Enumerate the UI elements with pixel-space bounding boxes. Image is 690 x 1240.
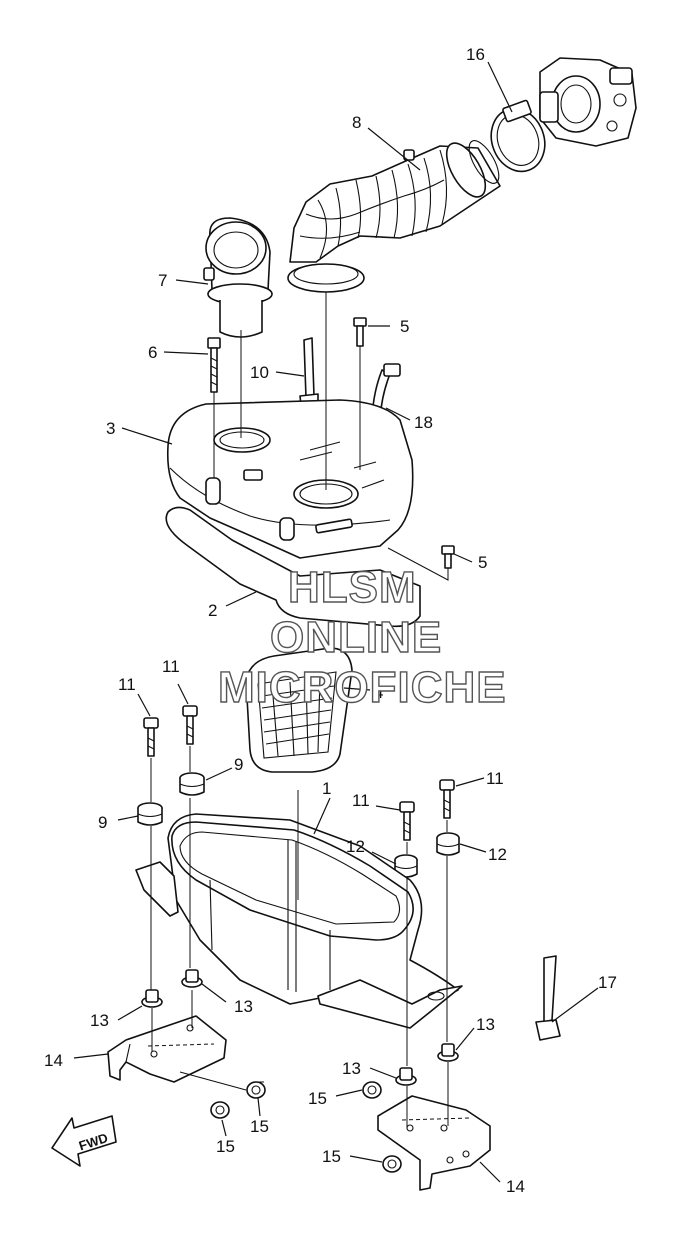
nut-15-d bbox=[382, 1155, 402, 1173]
hose-clamp bbox=[490, 99, 546, 173]
callout-11-d: 11 bbox=[486, 769, 504, 788]
callout-11-c: 11 bbox=[352, 791, 370, 810]
cable-band-17 bbox=[535, 955, 561, 1041]
bracket-14-right bbox=[377, 1095, 491, 1191]
damper-12-right bbox=[436, 832, 460, 856]
callout-12-left: 12 bbox=[346, 837, 365, 856]
callout-13-a: 13 bbox=[234, 997, 253, 1016]
air-filter-element bbox=[245, 647, 353, 773]
watermark-line-2: ONLINE bbox=[270, 613, 442, 662]
callout-13-b: 13 bbox=[90, 1011, 109, 1030]
callout-14-right: 14 bbox=[506, 1177, 525, 1196]
collar-13-c bbox=[437, 1043, 459, 1062]
collar-13-a bbox=[181, 969, 203, 988]
callout-18: 18 bbox=[414, 413, 433, 432]
callout-3: 3 bbox=[106, 419, 115, 438]
watermark: HLSM ONLINE MICROFICHE bbox=[217, 562, 507, 712]
callout-15-d: 15 bbox=[322, 1147, 341, 1166]
callout-6: 6 bbox=[148, 343, 157, 362]
bolt-6 bbox=[207, 337, 221, 393]
callout-15-c: 15 bbox=[308, 1089, 327, 1108]
bolt-11-right-b bbox=[439, 779, 455, 819]
collar-13-b bbox=[141, 989, 163, 1008]
screw-5-lower bbox=[441, 545, 455, 569]
callout-16: 16 bbox=[466, 45, 485, 64]
nut-15-c bbox=[362, 1081, 382, 1099]
watermark-line-3: MICROFICHE bbox=[218, 663, 507, 712]
leader-lines bbox=[73, 61, 599, 1183]
callout-15-a: 15 bbox=[250, 1117, 269, 1136]
callout-4: 4 bbox=[374, 683, 383, 702]
bolt-11-left-a bbox=[143, 717, 159, 757]
callout-13-d: 13 bbox=[342, 1059, 361, 1078]
callout-8: 8 bbox=[352, 113, 361, 132]
air-filter-case-cover bbox=[166, 399, 414, 559]
callout-11-a: 11 bbox=[118, 675, 136, 694]
nut-15-b bbox=[210, 1101, 230, 1119]
air-funnel-joint bbox=[203, 217, 273, 338]
damper-9-left bbox=[137, 802, 163, 826]
collar-13-d bbox=[395, 1067, 417, 1086]
assembly-axes bbox=[150, 292, 449, 1128]
cover-gasket bbox=[165, 506, 421, 628]
callout-10: 10 bbox=[250, 363, 269, 382]
callout-5-lower: 5 bbox=[478, 553, 487, 572]
callout-numbers: 16 8 7 5 6 10 18 3 5 2 4 11 11 9 9 11 11… bbox=[44, 45, 617, 1196]
screw-5-upper bbox=[353, 317, 367, 347]
damper-9-right bbox=[179, 772, 205, 796]
fwd-arrow: FWD bbox=[51, 1115, 117, 1167]
watermark-line-1: HLSM bbox=[288, 563, 417, 612]
throttle-body bbox=[539, 57, 637, 147]
callout-14-left: 14 bbox=[44, 1051, 63, 1070]
bracket-14-left bbox=[107, 1015, 227, 1083]
callout-7: 7 bbox=[158, 271, 167, 290]
callout-9-right: 9 bbox=[234, 755, 243, 774]
callout-5-upper: 5 bbox=[400, 317, 409, 336]
callout-13-c: 13 bbox=[476, 1015, 495, 1034]
callout-9-left: 9 bbox=[98, 813, 107, 832]
callout-2: 2 bbox=[208, 601, 217, 620]
callout-1: 1 bbox=[322, 779, 331, 798]
intake-joint bbox=[287, 140, 501, 293]
callout-12-right: 12 bbox=[488, 845, 507, 864]
callout-11-b: 11 bbox=[162, 657, 180, 676]
nut-15-a bbox=[246, 1081, 266, 1099]
bolt-11-left-b bbox=[182, 705, 198, 745]
callout-15-b: 15 bbox=[216, 1137, 235, 1156]
callout-17: 17 bbox=[598, 973, 617, 992]
air-filter-case bbox=[135, 813, 463, 1029]
bolt-11-right-a bbox=[399, 801, 415, 841]
